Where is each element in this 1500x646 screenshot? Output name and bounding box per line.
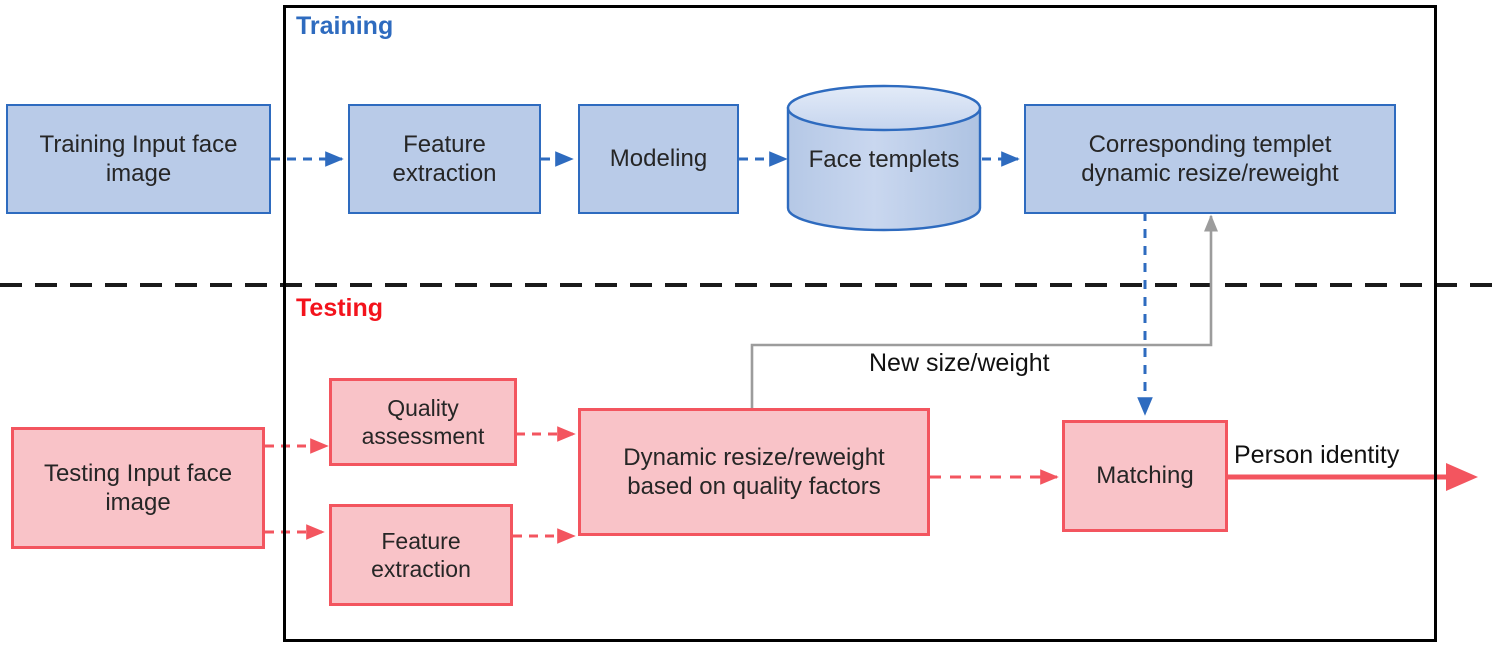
edge-label-new-size-weight: New size/weight xyxy=(869,349,1050,377)
node-quality-assessment[interactable]: Quality assessment xyxy=(329,378,517,466)
node-training-input[interactable]: Training Input face image xyxy=(6,104,271,214)
node-testing-feature-extraction[interactable]: Feature extraction xyxy=(329,504,513,606)
edge-label-person-identity: Person identity xyxy=(1234,441,1400,469)
node-corresponding-templet[interactable]: Corresponding templet dynamic resize/rew… xyxy=(1024,104,1396,214)
phase-label-testing: Testing xyxy=(296,294,384,322)
node-training-feature-extraction[interactable]: Feature extraction xyxy=(348,104,541,214)
edge-feedback-new-size-weight xyxy=(750,214,1219,408)
phase-label-training: Training xyxy=(296,12,394,40)
node-face-templets-label[interactable]: Face templets xyxy=(808,146,960,173)
node-dynamic-resize[interactable]: Dynamic resize/reweight based on quality… xyxy=(578,408,930,536)
node-training-modeling[interactable]: Modeling xyxy=(578,104,739,214)
pipeline-frame xyxy=(283,5,1437,642)
node-matching[interactable]: Matching xyxy=(1062,420,1228,532)
node-testing-input[interactable]: Testing Input face image xyxy=(11,427,265,549)
face-templets-cylinder xyxy=(786,84,982,232)
